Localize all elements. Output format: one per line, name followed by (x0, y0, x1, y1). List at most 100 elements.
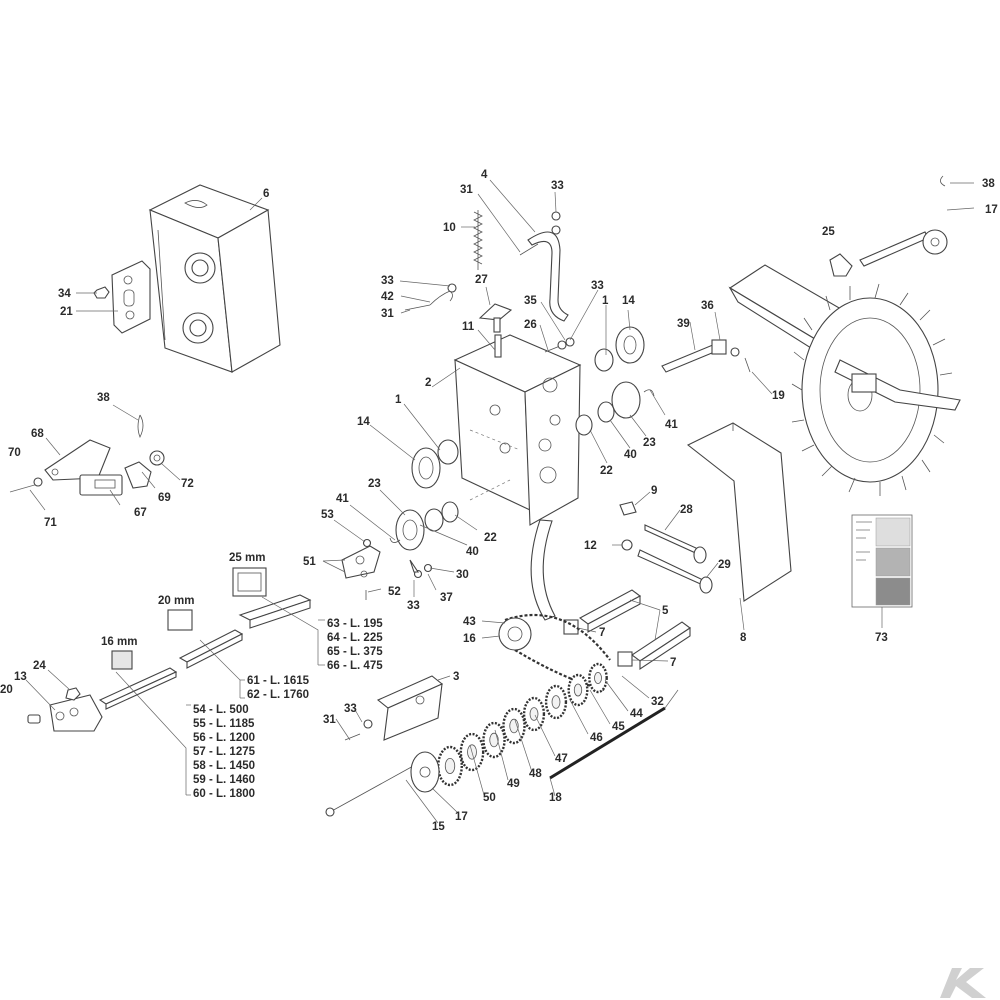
callout-29: 29 (718, 559, 731, 571)
callout-31: 31 (323, 714, 336, 726)
callout-73: 73 (875, 632, 888, 644)
callout-11: 11 (462, 321, 475, 333)
label-16mm: 16 mm (101, 636, 137, 648)
callout-24: 24 (33, 660, 46, 672)
callout-33: 33 (591, 280, 604, 292)
callout-40: 40 (624, 449, 637, 461)
callout-52: 52 (388, 586, 401, 598)
profile-16mm (111, 650, 133, 670)
callout-33: 33 (381, 275, 394, 287)
callout-15: 15 (432, 821, 445, 833)
length-66: 66 - L. 475 (327, 660, 383, 672)
callout-41: 41 (665, 419, 678, 431)
group-bracket-18 (549, 706, 666, 780)
callout-39: 39 (677, 318, 690, 330)
callout-7: 7 (599, 627, 605, 639)
callout-22: 22 (600, 465, 613, 477)
callout-4: 4 (481, 169, 488, 181)
gearbox-bracket (93, 260, 151, 334)
brand-logo-mark (940, 968, 986, 998)
callout-49: 49 (507, 778, 520, 790)
callout-17: 17 (455, 811, 468, 823)
swatch-light (875, 517, 911, 547)
callout-68: 68 (31, 428, 44, 440)
tension-spring (473, 210, 483, 270)
sprocket-hub-2 (573, 683, 583, 697)
callout-17: 17 (985, 204, 998, 216)
callout-26: 26 (524, 319, 537, 331)
bearing-mount (344, 675, 444, 741)
callout-7: 7 (670, 657, 676, 669)
drive-rod (325, 751, 440, 817)
profile-20mm (167, 609, 193, 631)
callout-9: 9 (651, 485, 657, 497)
callout-46: 46 (590, 732, 603, 744)
pin-chain (404, 283, 457, 311)
callout-13: 13 (14, 671, 27, 683)
bolts-28-29 (619, 501, 713, 594)
length-55: 55 - L. 1185 (193, 718, 255, 730)
sprocket-hub-8 (444, 758, 456, 775)
length-64: 64 - L. 225 (327, 632, 383, 644)
callout-72: 72 (181, 478, 194, 490)
gearbox-housing (148, 184, 281, 373)
callout-23: 23 (368, 478, 381, 490)
length-56: 56 - L. 1200 (193, 732, 255, 744)
callout-27: 27 (475, 274, 488, 286)
callout-19: 19 (772, 390, 785, 402)
sprocket-hub-6 (489, 732, 499, 748)
callout-31: 31 (381, 308, 394, 320)
callout-43: 43 (463, 616, 476, 628)
label-25mm: 25 mm (229, 552, 265, 564)
callout-51: 51 (303, 556, 316, 568)
callout-6: 6 (263, 188, 269, 200)
axle-shaft (661, 339, 751, 373)
callout-16: 16 (463, 633, 476, 645)
length-54: 54 - L. 500 (193, 704, 249, 716)
sprocket-hub-3 (551, 695, 561, 709)
callout-44: 44 (630, 708, 643, 720)
wheel-assembly (728, 175, 961, 496)
callout-45: 45 (612, 721, 625, 733)
length-62: 62 - L. 1760 (247, 689, 309, 701)
callout-32: 32 (651, 696, 664, 708)
callout-22: 22 (484, 532, 497, 544)
callout-41: 41 (336, 493, 349, 505)
callout-37: 37 (440, 592, 453, 604)
callout-33: 33 (407, 600, 420, 612)
callout-21: 21 (60, 306, 73, 318)
callout-12: 12 (584, 540, 597, 552)
callout-47: 47 (555, 753, 568, 765)
callout-1: 1 (395, 394, 402, 406)
length-65: 65 - L. 375 (327, 646, 383, 658)
length-63: 63 - L. 195 (327, 618, 383, 630)
main-frame (453, 334, 582, 526)
callout-18: 18 (549, 792, 562, 804)
callout-23: 23 (643, 437, 656, 449)
callout-25: 25 (822, 226, 835, 238)
callout-33: 33 (344, 703, 357, 715)
callout-40: 40 (466, 546, 479, 558)
side-cover (686, 422, 792, 602)
callout-14: 14 (357, 416, 370, 428)
callout-35: 35 (524, 295, 537, 307)
bearing-left (389, 439, 459, 551)
callout-14: 14 (622, 295, 635, 307)
washer-stack (544, 337, 575, 353)
callout-50: 50 (483, 792, 496, 804)
swatch-mid (875, 547, 911, 577)
bearing-right (575, 326, 655, 436)
callout-67: 67 (134, 507, 147, 519)
callout-5: 5 (662, 605, 669, 617)
callout-20: 20 (0, 684, 13, 696)
length-61: 61 - L. 1615 (247, 675, 310, 687)
callout-8: 8 (740, 632, 747, 644)
callout-69: 69 (158, 492, 171, 504)
lock-knob (478, 303, 513, 333)
tensioner-bracket (341, 538, 433, 600)
length-57: 57 - L. 1275 (193, 746, 256, 758)
callout-42: 42 (381, 291, 394, 303)
callout-10: 10 (443, 222, 456, 234)
length-60: 60 - L. 1800 (193, 788, 255, 800)
